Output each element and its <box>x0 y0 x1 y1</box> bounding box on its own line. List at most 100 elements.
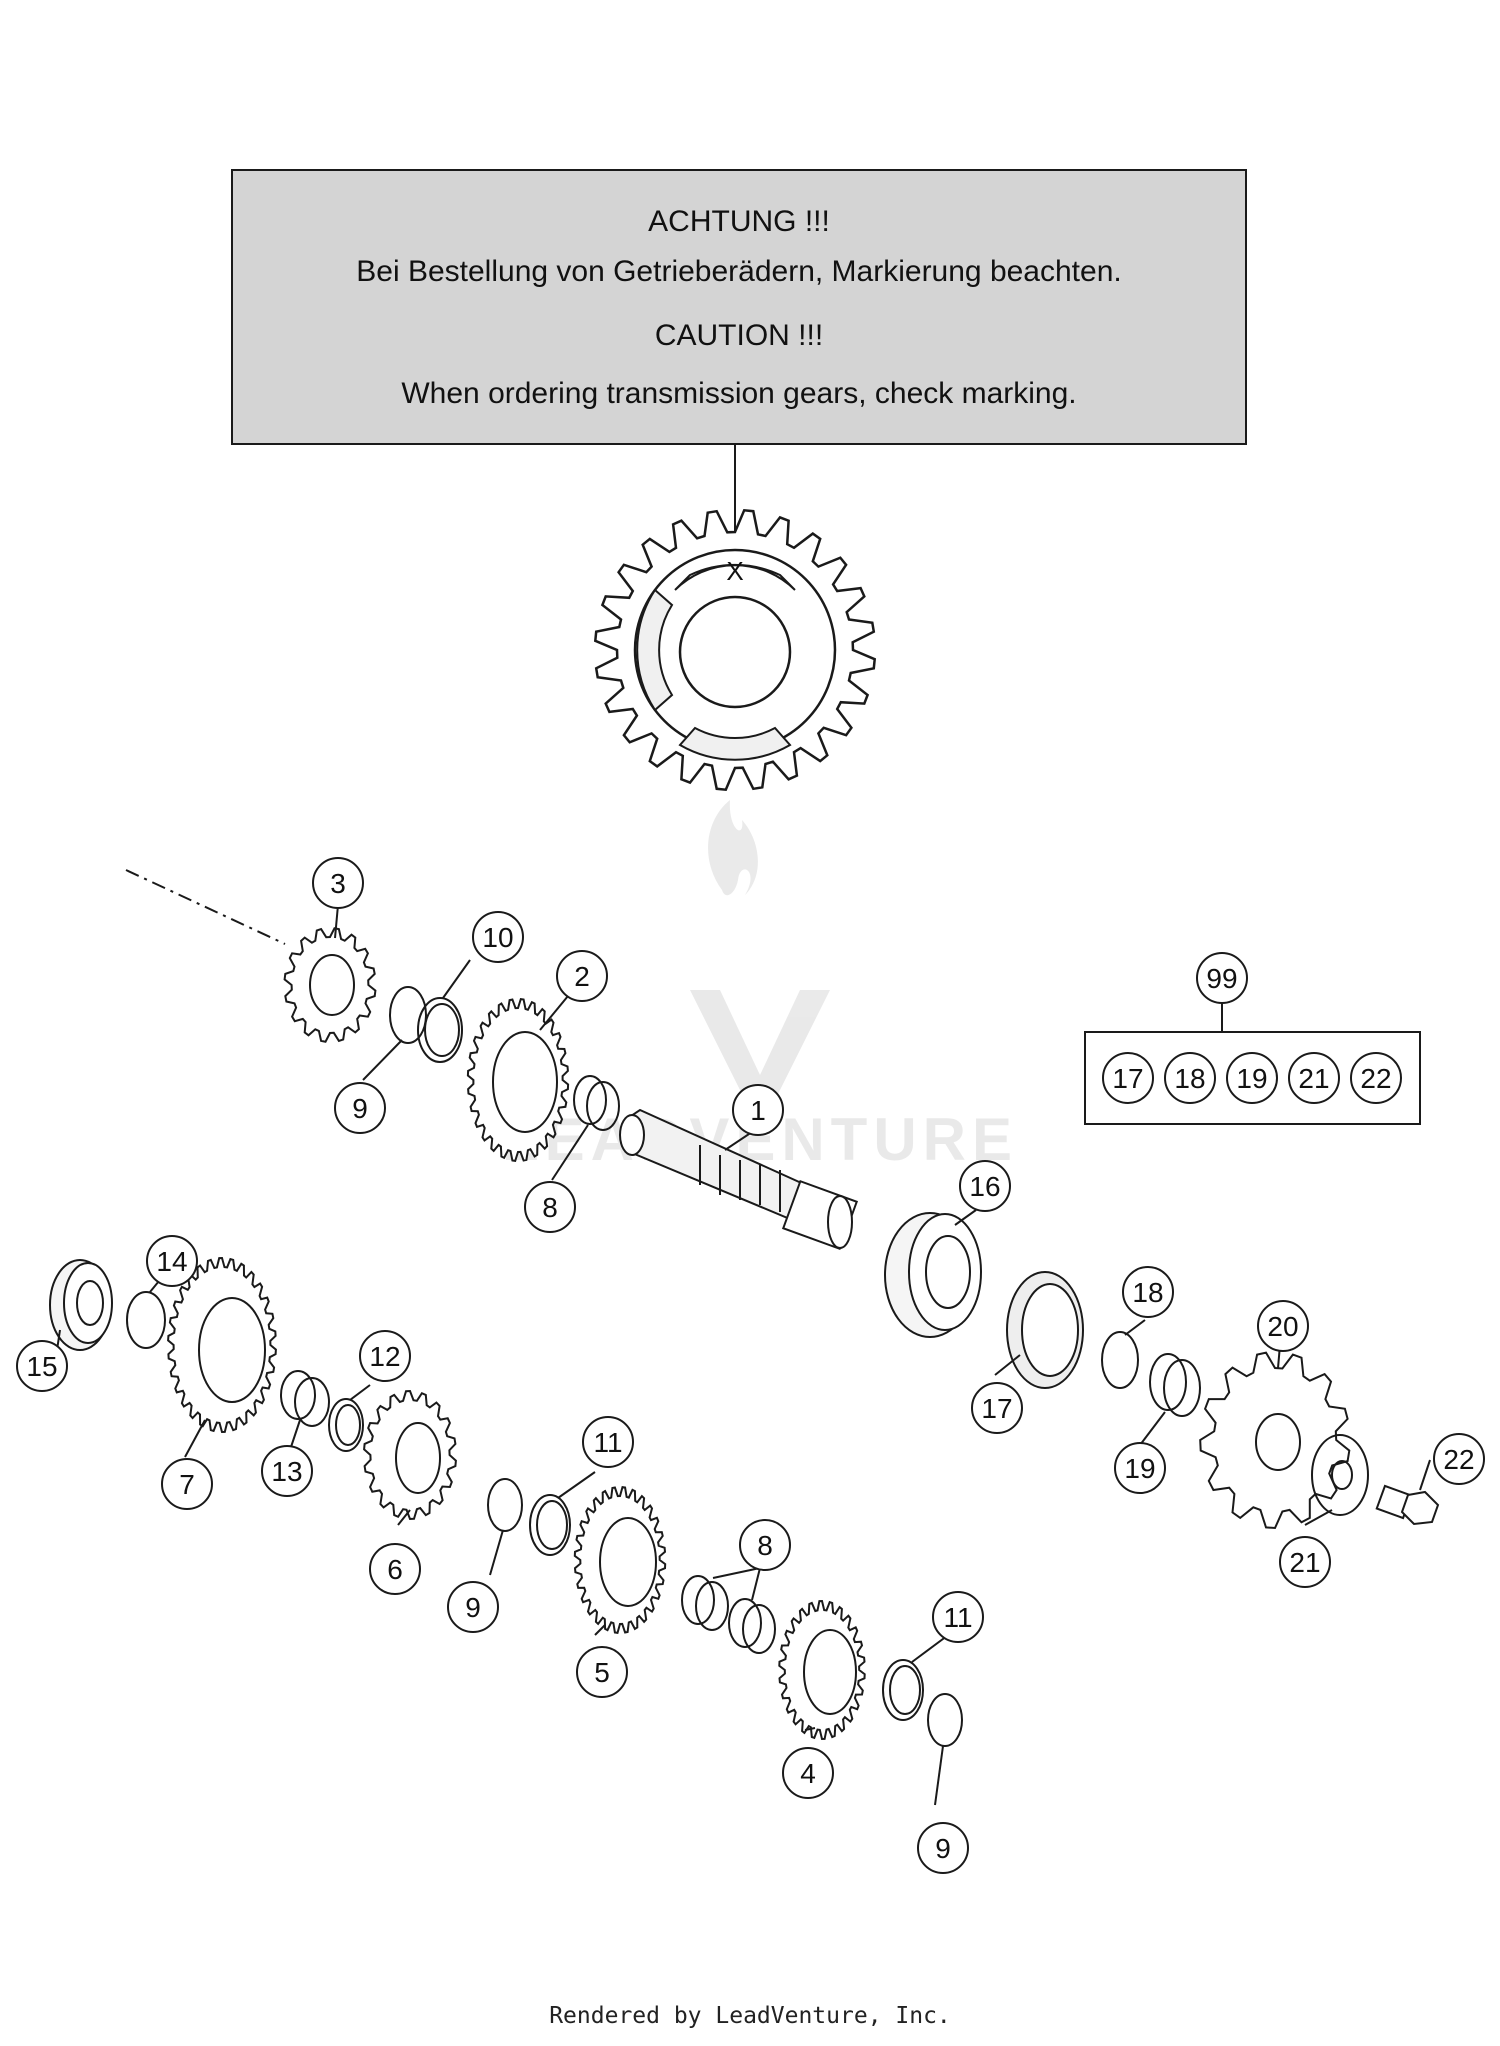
callout-c9b: 9 <box>447 1581 499 1633</box>
bushing-part-8-top <box>573 1075 620 1131</box>
gear-part-3 <box>283 927 377 1043</box>
gear-part-6 <box>363 1389 457 1521</box>
o-ring-part-18 <box>1101 1331 1139 1389</box>
callout-c9a-circle <box>334 1082 386 1134</box>
callout-c2: 2 <box>556 950 608 1002</box>
notice-text-en: When ordering transmission gears, check … <box>401 377 1077 410</box>
callout-c7-label: 7 <box>179 1469 195 1500</box>
callout-c22-circle <box>1433 1433 1485 1485</box>
kit-item-19: 19 <box>1226 1052 1278 1104</box>
callout-c11a-circle <box>582 1416 634 1468</box>
washer-part-10 <box>417 997 463 1063</box>
gear-part-2 <box>466 997 570 1163</box>
callout-c9a: 9 <box>334 1082 386 1134</box>
circlip-part-9-top <box>389 986 427 1044</box>
notice-text-de: Bei Bestellung von Getrieberädern, Marki… <box>356 255 1122 288</box>
bushing-part-13 <box>280 1370 330 1427</box>
callout-c11a-label: 11 <box>593 1427 622 1458</box>
bearing-part-16 <box>884 1212 982 1338</box>
callout-c8a: 8 <box>524 1181 576 1233</box>
callout-c2-circle <box>556 950 608 1002</box>
bolt-part-22 <box>1375 1484 1440 1526</box>
callout-c1-circle <box>732 1084 784 1136</box>
washer-part-11-mid <box>529 1494 571 1556</box>
main-shaft <box>619 1108 859 1251</box>
bushing-part-8-a <box>681 1575 729 1631</box>
callout-c9b-label: 9 <box>465 1592 481 1623</box>
callout-c18-circle <box>1122 1266 1174 1318</box>
callout-c12-circle <box>359 1330 411 1382</box>
callout-c13-label: 13 <box>271 1456 302 1487</box>
callout-c5-label: 5 <box>594 1657 610 1688</box>
callout-c22-label: 22 <box>1443 1444 1474 1475</box>
callout-c14: 14 <box>146 1235 198 1287</box>
leader-lines <box>56 904 1431 1806</box>
callout-c6-circle <box>369 1543 421 1595</box>
callout-c8a-circle <box>524 1181 576 1233</box>
callout-c6: 6 <box>369 1543 421 1595</box>
callout-c8b: 8 <box>739 1519 791 1571</box>
kit-item-22-circle <box>1350 1052 1402 1104</box>
callout-c4-label: 4 <box>800 1758 816 1789</box>
callout-c15-label: 15 <box>26 1351 57 1382</box>
kit-item-22-label: 22 <box>1360 1063 1391 1094</box>
callout-c8b-label: 8 <box>757 1530 773 1561</box>
notice-heading-de: ACHTUNG !!! <box>648 205 830 238</box>
watermark-logo: LEADVENTURE <box>502 800 1012 1173</box>
bushing-part-19 <box>1149 1353 1201 1417</box>
callout-c14-circle <box>146 1235 198 1287</box>
callout-c99-label: 99 <box>1206 963 1237 994</box>
callout-c7-circle <box>161 1458 213 1510</box>
callout-c8a-label: 8 <box>542 1192 558 1223</box>
kit-item-21: 21 <box>1288 1052 1340 1104</box>
callout-c99: 99 <box>1196 952 1248 1004</box>
callout-c21-circle <box>1279 1536 1331 1588</box>
kit-item-17: 17 <box>1102 1052 1154 1104</box>
callout-c2-label: 2 <box>574 961 590 992</box>
kit-item-19-circle <box>1226 1052 1278 1104</box>
callout-c1: 1 <box>732 1084 784 1136</box>
callout-c21-label: 21 <box>1289 1547 1320 1578</box>
callout-c9a-label: 9 <box>352 1093 368 1124</box>
callout-c3-circle <box>312 857 364 909</box>
callout-c14-label: 14 <box>156 1246 187 1277</box>
circlip-part-9-mid <box>487 1478 523 1532</box>
callout-c16-circle <box>959 1160 1011 1212</box>
kit-item-21-label: 21 <box>1298 1063 1329 1094</box>
washer-part-21 <box>1311 1434 1369 1516</box>
bearing-part-15 <box>49 1259 113 1351</box>
callout-c12: 12 <box>359 1330 411 1382</box>
kit-item-18-label: 18 <box>1174 1063 1205 1094</box>
callout-c13-circle <box>261 1445 313 1497</box>
gear-part-7 <box>167 1256 277 1434</box>
callout-c3: 3 <box>312 857 364 909</box>
callout-c10-circle <box>472 911 524 963</box>
gear-part-4 <box>778 1599 866 1741</box>
kit-item-17-label: 17 <box>1112 1063 1143 1094</box>
callout-c16: 16 <box>959 1160 1011 1212</box>
marked-gear-detail: X <box>593 508 877 792</box>
callout-c21: 21 <box>1279 1536 1331 1588</box>
kit-item-18-circle <box>1164 1052 1216 1104</box>
callout-c9b-circle <box>447 1581 499 1633</box>
callout-c20-circle <box>1257 1300 1309 1352</box>
callout-c8b-circle <box>739 1519 791 1571</box>
callout-c4-circle <box>782 1747 834 1799</box>
callout-c17-label: 17 <box>981 1393 1012 1424</box>
callout-c11b-label: 11 <box>943 1602 972 1633</box>
washer-part-11-low <box>882 1659 924 1721</box>
callout-c11a: 11 <box>582 1416 634 1468</box>
bushing-part-8-b <box>728 1598 776 1654</box>
gear-part-5 <box>573 1485 667 1635</box>
callout-c19: 19 <box>1114 1442 1166 1494</box>
callout-c20: 20 <box>1257 1300 1309 1352</box>
callout-c18-label: 18 <box>1132 1277 1163 1308</box>
callout-c6-label: 6 <box>387 1554 403 1585</box>
caution-notice-box: ACHTUNG !!! Bei Bestellung von Getrieber… <box>231 169 1247 445</box>
callout-c99-circle <box>1196 952 1248 1004</box>
kit-item-21-circle <box>1288 1052 1340 1104</box>
callout-c1-label: 1 <box>750 1095 766 1126</box>
callout-c17-circle <box>971 1382 1023 1434</box>
